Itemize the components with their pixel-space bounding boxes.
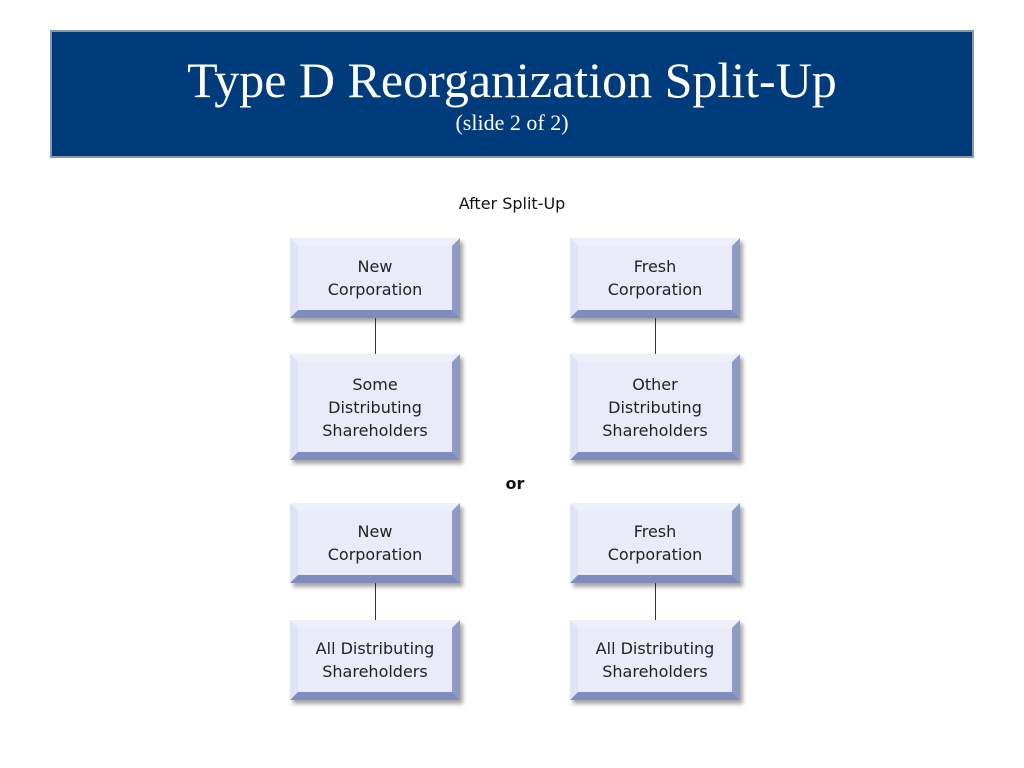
or-separator: or xyxy=(505,474,525,493)
box-all-distributing-shareholders-left: All Distributing Shareholders xyxy=(290,620,460,700)
box-label: All Distributing Shareholders xyxy=(315,639,435,681)
box-label: New Corporation xyxy=(327,257,423,299)
box-fresh-corporation-bottom: Fresh Corporation xyxy=(570,503,740,583)
box-all-distributing-shareholders-right: All Distributing Shareholders xyxy=(570,620,740,700)
box-label: New Corporation xyxy=(327,522,423,564)
box-label: Some Distributing Shareholders xyxy=(322,374,428,440)
connector-line-top-left xyxy=(375,318,376,354)
box-new-corporation-bottom: New Corporation xyxy=(290,503,460,583)
slide-subtitle: (slide 2 of 2) xyxy=(455,110,569,135)
box-label: Fresh Corporation xyxy=(607,257,703,299)
title-banner: Type D Reorganization Split-Up (slide 2 … xyxy=(50,30,974,158)
box-new-corporation-top: New Corporation xyxy=(290,238,460,318)
box-fresh-corporation-top: Fresh Corporation xyxy=(570,238,740,318)
connector-line-bottom-left xyxy=(375,583,376,620)
box-label: Fresh Corporation xyxy=(607,522,703,564)
connector-line-top-right xyxy=(655,318,656,354)
box-other-distributing-shareholders: Other Distributing Shareholders xyxy=(570,354,740,460)
slide-title: Type D Reorganization Split-Up xyxy=(187,52,837,108)
box-label: Other Distributing Shareholders xyxy=(602,374,708,440)
box-some-distributing-shareholders: Some Distributing Shareholders xyxy=(290,354,460,460)
diagram-caption: After Split-Up xyxy=(458,194,566,213)
connector-line-bottom-right xyxy=(655,583,656,620)
box-label: All Distributing Shareholders xyxy=(595,639,715,681)
